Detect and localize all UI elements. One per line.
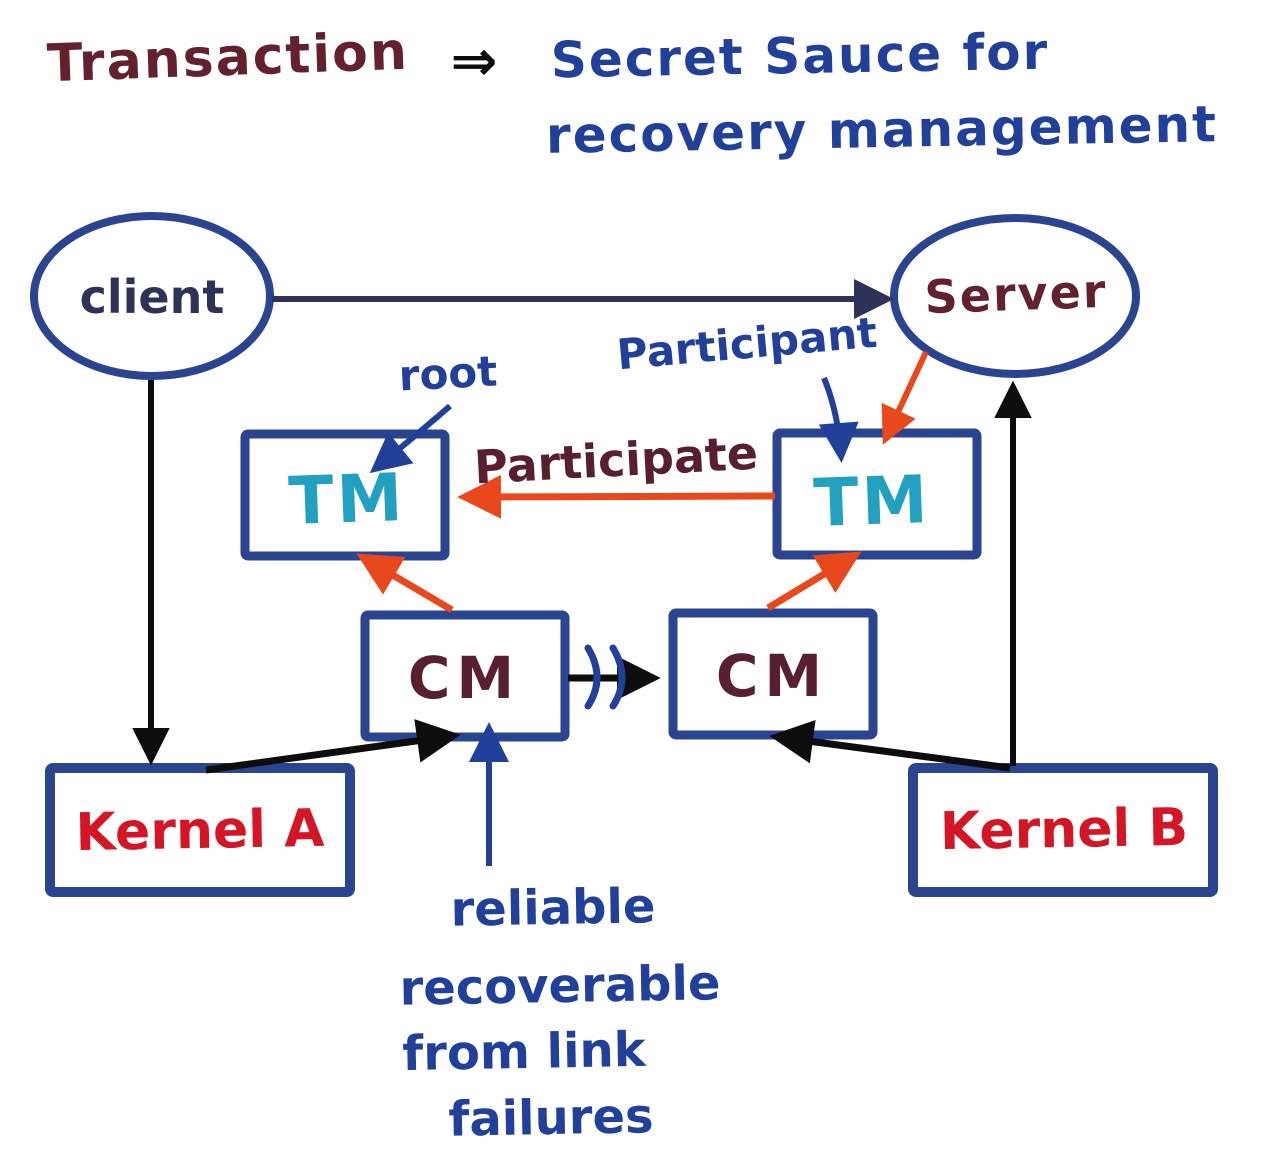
cm-left-label: CM [407, 644, 521, 712]
link-note-line-3: from link [401, 1021, 647, 1083]
client-node-ellipse [30, 212, 274, 380]
cm-left-box [360, 610, 570, 742]
title-implies-icon: ⇒ [450, 29, 498, 94]
root-annotation: root [397, 346, 499, 401]
tm-left-label: TM [287, 458, 407, 541]
arrow-kernel-b-to-cm-right [769, 719, 1011, 772]
tm-right-label: TM [812, 460, 932, 543]
arrow-participant-to-tm-right [818, 376, 859, 463]
kernel-a-box [45, 763, 355, 897]
link-note-line-2: recoverable [399, 955, 721, 1017]
link-note-line-1: reliable [450, 878, 656, 938]
arrow-server-to-tm-right [881, 350, 929, 445]
kernel-b-box [908, 763, 1218, 897]
server-node-label: Server [923, 263, 1109, 325]
cm-right-label: CM [715, 642, 829, 710]
arrow-root-to-tm-left [369, 403, 452, 474]
kernel-a-label: Kernel A [75, 798, 325, 864]
client-node-label: client [79, 270, 225, 324]
arrow-tm-right-to-tm-left-participate [457, 475, 776, 519]
arrow-cm-right-to-tm-right [766, 551, 862, 611]
arrow-cm-left-to-tm-left [356, 553, 454, 614]
link-note-line-4: failures [447, 1088, 655, 1148]
tm-right-box [772, 428, 982, 560]
participate-annotation: Participate [472, 425, 760, 495]
link-break-marks-icon [584, 644, 626, 710]
title-secret-sauce: Secret Sauce for [550, 22, 1050, 90]
title-recovery-mgmt: recovery management [545, 95, 1219, 165]
kernel-b-label: Kernel B [939, 797, 1189, 863]
title-transaction: Transaction [46, 21, 410, 95]
server-node-ellipse [890, 214, 1140, 378]
arrow-kernel-a-to-cm-left [205, 719, 461, 774]
